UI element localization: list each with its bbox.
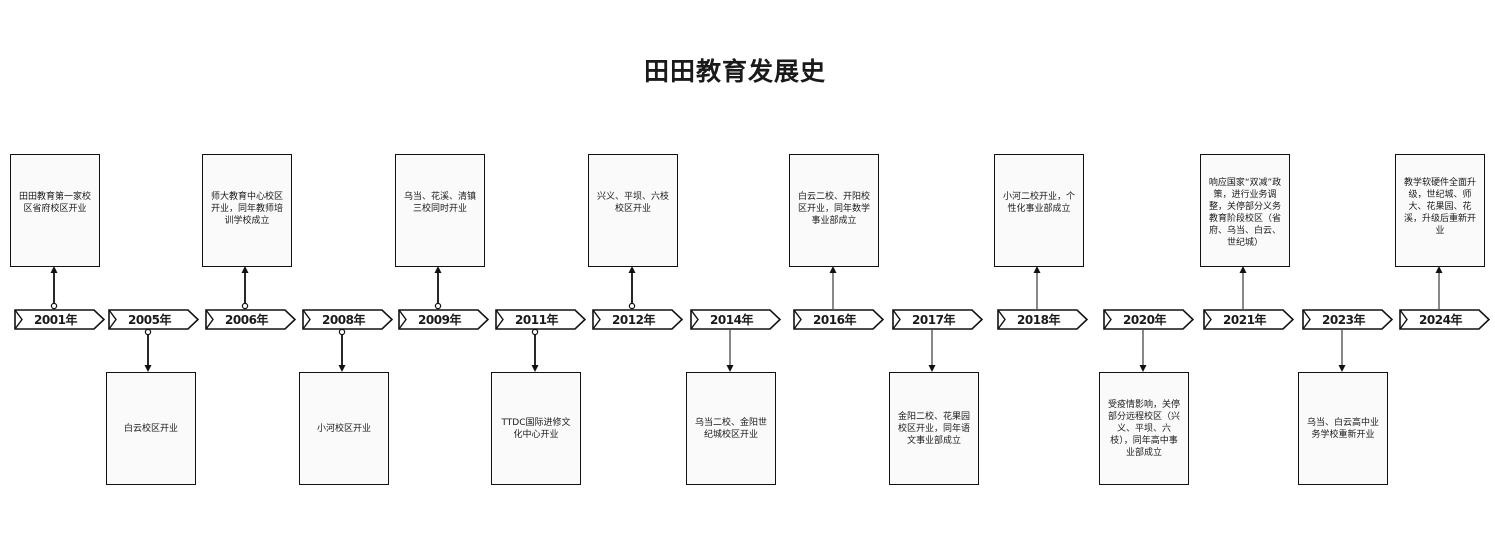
connector-arrow	[726, 330, 734, 372]
year-label: 2012年	[612, 313, 655, 327]
event-text: 响应国家“双减”政策，进行业务调整，关停部分义务教育阶段校区（省府、乌当、白云、…	[1208, 178, 1282, 248]
connector-arrow	[1338, 330, 1346, 372]
year-marker: 2012年	[592, 309, 683, 330]
year-marker: 2024年	[1399, 309, 1490, 330]
year-label: 2018年	[1017, 313, 1060, 327]
event-text: 乌当二校、金阳世纪城校区开业	[694, 417, 767, 440]
event-box: 师大教育中心校区开业，同年教师培训学校成立	[202, 154, 292, 267]
event-text: 小河校区开业	[316, 423, 371, 434]
year-label: 2014年	[710, 313, 753, 327]
event-text: 乌当、白云高中业务学校重新开业	[1306, 417, 1379, 440]
connector-arrow	[829, 266, 837, 309]
event-box: 兴义、平坝、六枝校区开业	[588, 154, 678, 267]
event-box: 小河校区开业	[299, 372, 389, 485]
event-box: 白云校区开业	[106, 372, 196, 485]
connector-arrow	[628, 266, 636, 310]
connector-arrow	[434, 266, 442, 310]
event-box: 受疫情影响，关停部分远程校区（兴义、平坝、六枝），同年高中事业部成立	[1099, 372, 1189, 485]
connector-arrow	[1033, 266, 1041, 309]
year-marker: 2005年	[108, 309, 199, 330]
event-box: 金阳二校、花果园校区开业，同年语文事业部成立	[889, 372, 979, 485]
event-text: 受疫情影响，关停部分远程校区（兴义、平坝、六枝），同年高中事业部成立	[1107, 399, 1180, 458]
year-label: 2006年	[225, 313, 268, 327]
year-marker: 2009年	[398, 309, 489, 330]
event-text: 乌当、花溪、清镇三校同时开业	[403, 192, 476, 214]
year-marker: 2016年	[793, 309, 884, 330]
event-box: 田田教育第一家校区省府校区开业	[10, 154, 100, 267]
event-text: 小河二校开业，个性化事业部成立	[1002, 192, 1075, 214]
event-box: 小河二校开业，个性化事业部成立	[994, 154, 1084, 267]
year-marker: 2021年	[1203, 309, 1294, 330]
connector-arrow	[241, 266, 249, 310]
year-label: 2020年	[1123, 313, 1166, 327]
event-box: 乌当、花溪、清镇三校同时开业	[395, 154, 485, 267]
year-label: 2024年	[1419, 313, 1462, 327]
event-box: 乌当二校、金阳世纪城校区开业	[686, 372, 776, 485]
year-label: 2016年	[813, 313, 856, 327]
connector-arrow	[338, 328, 346, 372]
year-label: 2011年	[515, 313, 558, 327]
event-text: 白云二校、开阳校区开业，同年数学事业部成立	[797, 192, 870, 226]
connector-arrow	[1239, 266, 1247, 309]
year-marker: 2018年	[997, 309, 1088, 330]
year-label: 2023年	[1322, 313, 1365, 327]
year-label: 2009年	[418, 313, 461, 327]
event-box: 教学软硬件全面升级，世纪城、师大、花果园、花溪，升级后重新开业	[1395, 154, 1485, 267]
connector-arrow	[50, 266, 58, 310]
year-marker: 2014年	[690, 309, 781, 330]
event-text: 师大教育中心校区开业，同年教师培训学校成立	[210, 192, 283, 226]
connector-arrow	[1139, 330, 1147, 372]
diagram-title: 田田教育发展史	[643, 57, 826, 86]
year-label: 2001年	[34, 313, 77, 327]
year-marker: 2023年	[1302, 309, 1393, 330]
event-box: TTDC国际进修文化中心开业	[491, 372, 581, 485]
event-box: 响应国家“双减”政策，进行业务调整，关停部分义务教育阶段校区（省府、乌当、白云、…	[1200, 154, 1290, 267]
year-marker: 2020年	[1103, 309, 1194, 330]
year-marker: 2011年	[495, 309, 586, 330]
event-text: 教学软硬件全面升级，世纪城、师大、花果园、花溪，升级后重新开业	[1403, 178, 1476, 236]
connector-arrow	[144, 328, 152, 372]
connector-arrow	[928, 330, 936, 372]
year-marker: 2001年	[14, 309, 105, 330]
year-marker: 2017年	[892, 309, 983, 330]
event-text: 田田教育第一家校区省府校区开业	[18, 192, 91, 214]
connector-arrow	[531, 328, 539, 372]
year-marker: 2008年	[302, 309, 393, 330]
event-text: 白云校区开业	[123, 423, 178, 434]
connector-arrow	[1435, 266, 1443, 309]
event-box: 白云二校、开阳校区开业，同年数学事业部成立	[789, 154, 879, 267]
year-label: 2021年	[1223, 313, 1266, 327]
year-label: 2008年	[322, 313, 365, 327]
year-label: 2005年	[128, 313, 171, 327]
event-text: TTDC国际进修文化中心开业	[501, 417, 571, 440]
year-marker: 2006年	[205, 309, 296, 330]
event-text: 兴义、平坝、六枝校区开业	[596, 192, 669, 214]
year-label: 2017年	[912, 313, 955, 327]
event-text: 金阳二校、花果园校区开业，同年语文事业部成立	[897, 411, 970, 446]
event-box: 乌当、白云高中业务学校重新开业	[1298, 372, 1388, 485]
